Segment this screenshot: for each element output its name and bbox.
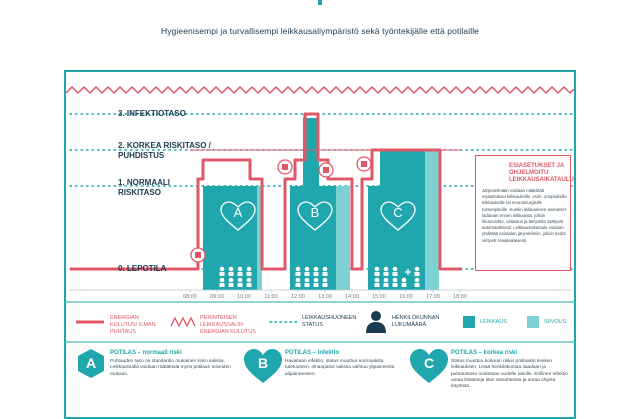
category-c-letter: C	[423, 355, 435, 371]
heart-c-icon	[380, 201, 416, 231]
room-letter-c: C	[393, 205, 403, 220]
category-a-letter: A	[85, 355, 97, 371]
legend-staff-icon	[366, 311, 386, 333]
preset-schedule-text: Järjestelmään voidaan määrittää esiasetu…	[482, 188, 567, 243]
top-accent-mark	[318, 0, 322, 5]
legend-staff-label: HENKILÖKUNNAN LUKUMÄÄRÄ	[392, 315, 440, 328]
time-label: 16:00	[399, 294, 413, 300]
surgery-block-a-cleaning	[256, 186, 262, 290]
room-letter-b: B	[310, 205, 320, 220]
time-label: 18:00	[453, 294, 467, 300]
time-label: 12:00	[291, 294, 305, 300]
time-label: 09:00	[210, 294, 224, 300]
category-b-title: POTILAS – infektio	[285, 350, 340, 356]
staff-people-icons	[219, 266, 420, 287]
surgery-block-b-cleaning	[336, 186, 350, 290]
time-label: 08:00	[183, 294, 197, 300]
settings-icon-glyph	[195, 161, 367, 258]
legend-surgery-swatch	[463, 316, 475, 328]
level-label-1-line1: 1. NORMAALI	[118, 178, 170, 187]
room-letter-a: A	[233, 205, 243, 220]
level-label-1-line2: RISKITASO	[118, 188, 161, 197]
category-a-title: POTILAS – normaali riski	[110, 350, 182, 356]
heart-b-icon	[297, 201, 333, 231]
category-a-text: Puhtauden taso on standardin mukainen ko…	[110, 359, 231, 377]
legend-traditional-label: PERINTEISEN LEIKKAUSSALIN ENERGIAN KULUT…	[200, 315, 256, 335]
category-b-heart-icon	[244, 349, 282, 383]
time-label: 15:00	[372, 294, 386, 300]
level-label-2-line2: PUHDISTUS	[118, 151, 165, 160]
legend-traditional-symbol	[170, 316, 196, 328]
legend-cleaning-label: SIIVOUS	[544, 319, 567, 325]
preset-schedule-box: ESIASETUKSET JA OHJELMOITU LEIKKAUSAIKAT…	[475, 155, 574, 271]
preset-schedule-title: ESIASETUKSET JA OHJELMOITU LEIKKAUSAIKAT…	[509, 163, 574, 183]
top-zigzag-line	[65, 85, 575, 95]
time-ticks	[189, 290, 461, 293]
legend-energy-label: ENERGIAN KULUTUS/ ILMAN PUHTAUS	[110, 315, 156, 335]
category-c-heart-icon	[410, 349, 448, 383]
surgery-block-c-top	[380, 150, 425, 188]
time-label: 10:00	[237, 294, 251, 300]
time-label: 13:00	[318, 294, 332, 300]
legend-cleaning-swatch	[527, 316, 539, 328]
level-label-3: 3. INFEKTIOTASO	[118, 109, 186, 118]
category-b-letter: B	[257, 355, 269, 371]
category-a-hex-icon	[78, 349, 104, 378]
category-c-text: Status muuttuu korkean riskin potilaaksi…	[451, 359, 568, 390]
time-label: 17:00	[426, 294, 440, 300]
category-c-title: POTILAS – korkea riski	[451, 350, 518, 356]
page-subtitle: Hygieenisempi ja turvallisempi leikkausa…	[160, 26, 480, 36]
time-label: 11:00	[264, 294, 278, 300]
staff-add-plus-icon	[405, 269, 411, 275]
energy-consumption-line	[70, 112, 462, 271]
heart-a-icon	[220, 201, 256, 231]
surgery-block-b-peak	[303, 118, 319, 188]
category-b-text: Havaitaan infektio, status muuttuu norma…	[285, 359, 395, 377]
time-label: 14:00	[345, 294, 359, 300]
level-label-2-line1: 2. KORKEA RISKITASO /	[118, 141, 211, 150]
surgery-block-c-cleaning	[425, 150, 439, 290]
legend-status-label: LEIKKAUSHUONEEN STATUS	[302, 315, 357, 328]
level-label-0: 0. LEPOTILA	[118, 264, 167, 273]
legend-surgery-label: LEIKKAUS	[480, 319, 507, 325]
